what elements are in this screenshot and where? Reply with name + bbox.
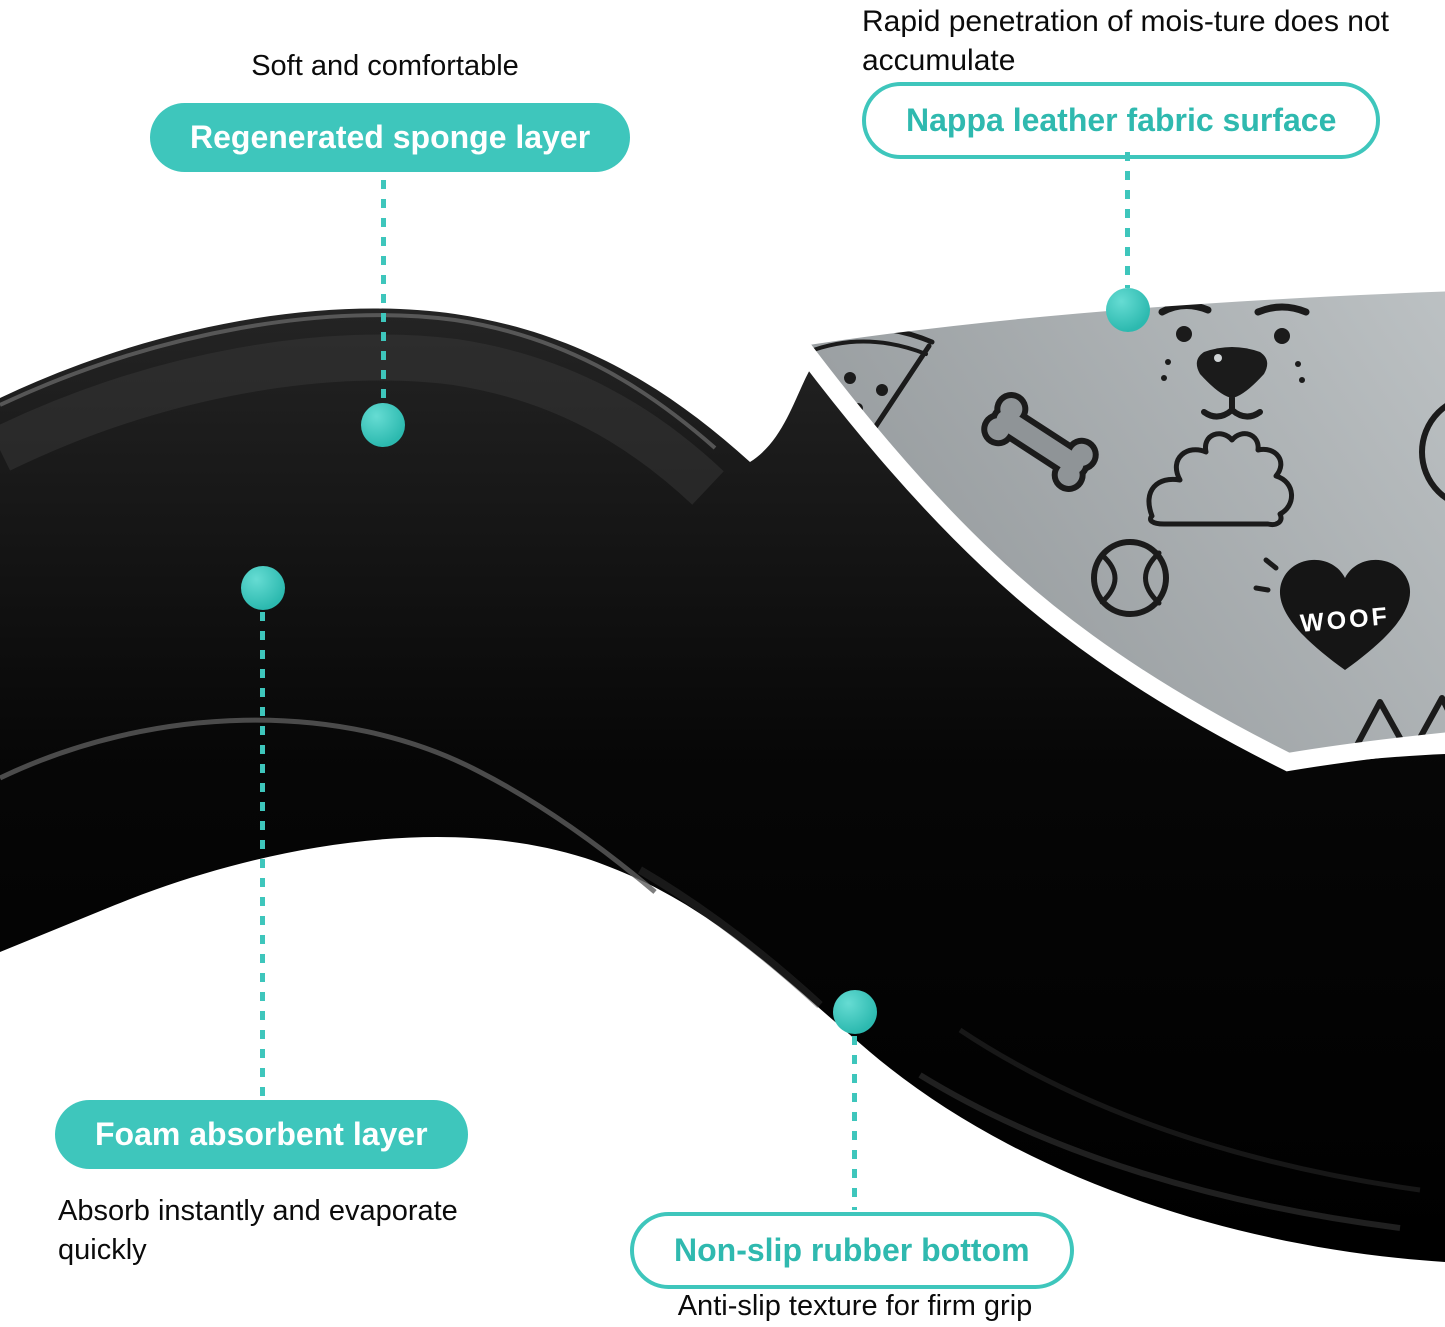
- nappa-marker-dot: [1106, 288, 1150, 332]
- nappa-caption: Rapid penetration of mois-ture does not …: [862, 5, 1389, 77]
- sponge-leader-line: [381, 180, 386, 402]
- layer-separation-line: [0, 717, 657, 894]
- donut-doodle: [1419, 393, 1445, 511]
- rubber-texture-line-2: [958, 1027, 1421, 1193]
- sponge-top-highlight: [0, 313, 717, 450]
- dog-face-doodle: [1158, 302, 1310, 420]
- valley-sheen-line: [637, 866, 823, 1008]
- sponge-marker-dot: [361, 403, 405, 447]
- foam-marker-dot: [241, 566, 285, 610]
- sponge-caption: Soft and comfortable: [251, 50, 519, 82]
- nappa-label-pill: Nappa leather fabric surface: [862, 82, 1381, 159]
- rubber-texture-line-1: [918, 1072, 1401, 1231]
- rubber-caption: Anti-slip texture for firm grip: [677, 1290, 1033, 1322]
- foam-label-pill: Foam absorbent layer: [55, 1100, 468, 1169]
- rubber-label-pill: Non-slip rubber bottom: [630, 1212, 1074, 1289]
- sponge-inner-stripe: [0, 334, 724, 505]
- nappa-leader-line: [1125, 152, 1130, 288]
- woof-heart-doodle: WOOF: [1253, 557, 1411, 670]
- foam-layers-shape: [0, 308, 1445, 1262]
- foam-caption: Absorb instantly and evaporate quickly: [58, 1195, 458, 1267]
- tennis-ball-doodle: [1091, 539, 1169, 617]
- bone-doodle: [981, 392, 1099, 492]
- rubber-marker-dot: [833, 990, 877, 1034]
- leather-surface-shape: [795, 282, 1445, 762]
- rubber-leader-line: [852, 1036, 857, 1210]
- poop-doodle: [1146, 431, 1294, 527]
- sponge-label-pill: Regenerated sponge layer: [150, 103, 631, 172]
- foam-leader-line: [260, 612, 265, 1098]
